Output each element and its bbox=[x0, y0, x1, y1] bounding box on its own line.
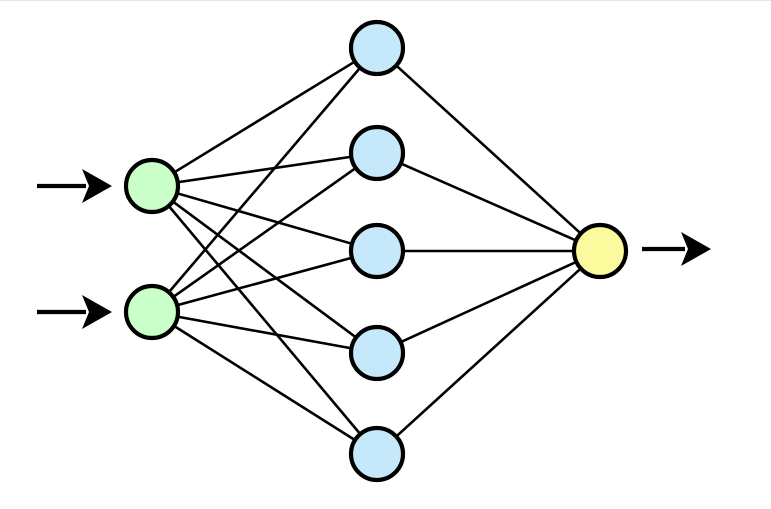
node-hidden-3[interactable] bbox=[348, 222, 406, 280]
arrow-head bbox=[82, 295, 112, 329]
arrow-head bbox=[82, 169, 112, 203]
arrow-head bbox=[681, 232, 711, 266]
connection-edge bbox=[167, 66, 362, 294]
connection-edge bbox=[175, 191, 354, 246]
node-hidden-4[interactable] bbox=[348, 324, 406, 382]
node-hidden-5[interactable] bbox=[348, 425, 406, 483]
io-arrow-group bbox=[37, 169, 711, 329]
edge-group bbox=[167, 59, 583, 442]
node-hidden-2[interactable] bbox=[348, 124, 406, 182]
connection-edge bbox=[167, 204, 362, 436]
arrow-right-icon bbox=[37, 295, 112, 329]
connection-edge bbox=[399, 260, 578, 344]
arrow-right-icon bbox=[642, 232, 711, 266]
connection-edge bbox=[394, 63, 583, 236]
connection-edge bbox=[176, 155, 353, 184]
arrow-right-icon bbox=[37, 169, 112, 203]
connection-edge bbox=[171, 166, 358, 299]
connection-edge bbox=[172, 59, 357, 175]
connection-edge bbox=[172, 324, 357, 442]
node-hidden-1[interactable] bbox=[348, 19, 406, 77]
connection-edge bbox=[394, 266, 583, 439]
node-output-1[interactable] bbox=[571, 222, 629, 280]
node-group bbox=[123, 19, 629, 483]
connection-edge bbox=[175, 256, 354, 307]
connection-edge bbox=[171, 199, 358, 340]
node-input-2[interactable] bbox=[123, 283, 181, 341]
connection-edge bbox=[176, 315, 353, 350]
connection-edge bbox=[399, 161, 578, 243]
node-input-1[interactable] bbox=[123, 157, 181, 215]
